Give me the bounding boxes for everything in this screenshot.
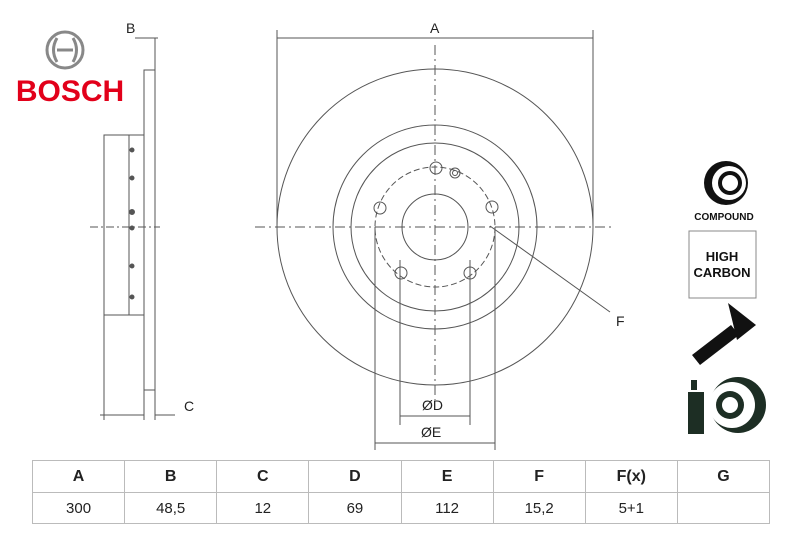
- header-cell: F(x): [584, 460, 678, 493]
- high-carbon-badge: [688, 230, 757, 299]
- dimension-label-a: A: [430, 20, 440, 36]
- header-cell: A: [31, 460, 126, 493]
- dimensions-table: A B C D E F F(x) G 300 48,5 12 69 112 15…: [31, 460, 771, 524]
- header-cell: F: [492, 460, 586, 493]
- value-cell: 15,2: [492, 492, 586, 524]
- value-cell: 112: [400, 492, 494, 524]
- high-carbon-line2: CARBON: [693, 265, 750, 280]
- dimension-label-c: C: [184, 398, 194, 414]
- value-cell: 300: [31, 492, 126, 524]
- high-carbon-line1: HIGH: [706, 249, 739, 264]
- header-cell: D: [308, 460, 402, 493]
- bosch-wordmark: BOSCH: [16, 75, 124, 108]
- header-cell: C: [216, 460, 310, 493]
- dimension-label-e: ØE: [421, 424, 441, 440]
- table-row: 300 48,5 12 69 112 15,2 5+1: [31, 492, 771, 524]
- dimension-label-d: ØD: [422, 397, 443, 413]
- dimension-label-f: F: [616, 313, 625, 329]
- bosch-logo: BOSCH: [16, 30, 124, 108]
- value-cell: 69: [308, 492, 402, 524]
- value-cell: 5+1: [584, 492, 678, 524]
- compound-label: COMPOUND: [694, 212, 753, 223]
- value-cell: 12: [216, 492, 310, 524]
- header-cell: E: [400, 460, 494, 493]
- header-cell: B: [124, 460, 218, 493]
- value-cell: [676, 492, 771, 524]
- front-view: [255, 30, 615, 450]
- screw-icon: [692, 303, 756, 365]
- side-view: [90, 37, 175, 420]
- dimension-label-b: B: [126, 20, 135, 36]
- coated-disc-spray-icon: [688, 377, 766, 434]
- header-cell: G: [676, 460, 771, 493]
- disc-compound-icon: [704, 161, 748, 205]
- value-cell: 48,5: [124, 492, 218, 524]
- table-header-row: A B C D E F F(x) G: [31, 460, 771, 493]
